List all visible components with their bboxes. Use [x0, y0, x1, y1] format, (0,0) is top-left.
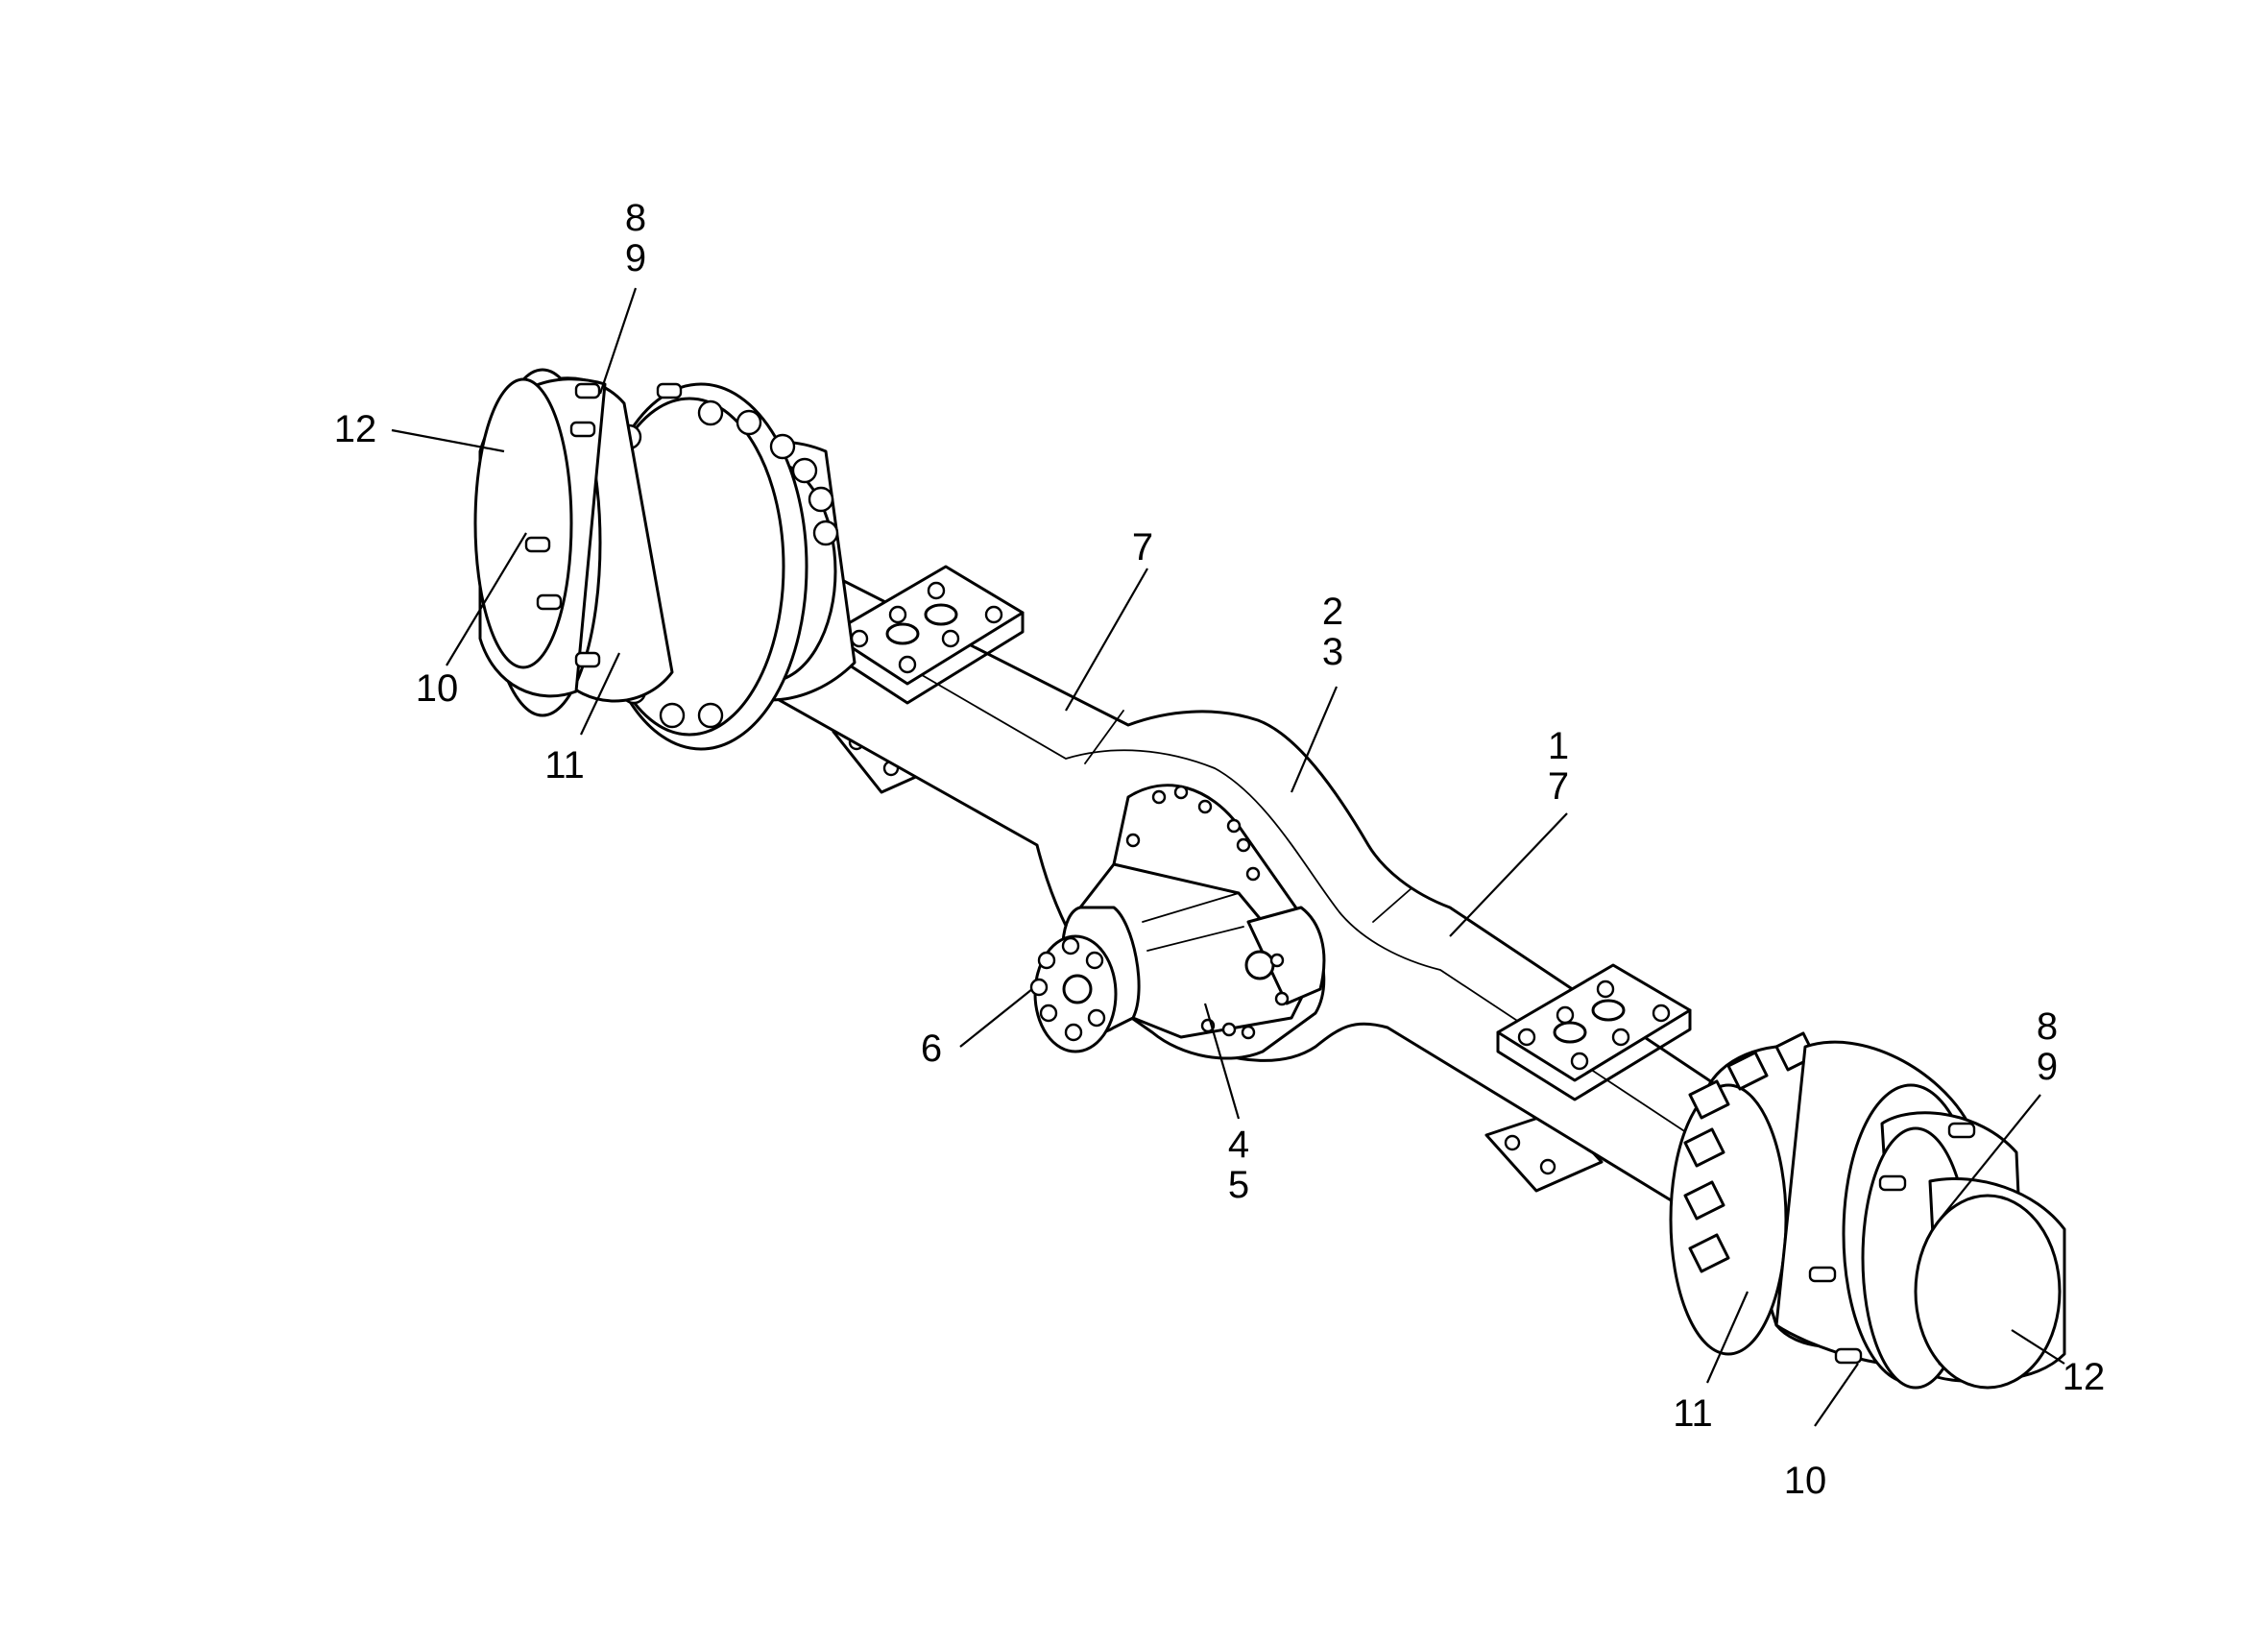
callout-12-right: 12: [2063, 1356, 2106, 1398]
callout-8-left: 8: [625, 197, 646, 239]
callout-12-left: 12: [334, 408, 377, 450]
callout-5: 5: [1228, 1164, 1249, 1206]
right-wheel-studs: [1808, 1122, 1976, 1365]
callout-9-right: 9: [2037, 1046, 2058, 1088]
callout-7-left: 7: [1132, 526, 1153, 568]
callout-7-right: 7: [1548, 765, 1569, 808]
upper-spring-seat-right: [1496, 963, 1692, 1101]
callout-10-right: 10: [1784, 1460, 1827, 1502]
callout-9-left: 9: [625, 237, 646, 279]
left-wheel-hub: [473, 368, 857, 751]
callout-4: 4: [1228, 1124, 1249, 1166]
callout-2: 2: [1322, 591, 1343, 633]
callout-labels: 8 9 12 10 11 7 2 3 1 7 6 4 5 8 9 11 12 1…: [334, 197, 2106, 1502]
callout-11-right: 11: [1673, 1392, 1713, 1435]
leader-lines: [391, 287, 2065, 1427]
callout-8-right: 8: [2037, 1005, 2058, 1048]
callout-1: 1: [1548, 725, 1569, 767]
callout-11-left: 11: [544, 744, 585, 786]
left-wheel-studs: [524, 382, 683, 668]
callout-6: 6: [921, 1028, 942, 1070]
pinion-flange: [1029, 934, 1118, 1053]
callout-10-left: 10: [416, 667, 459, 710]
callout-3: 3: [1322, 631, 1343, 673]
right-wheel-hub: [1669, 1031, 2066, 1390]
carrier-bolt-ring: [1125, 785, 1290, 1040]
